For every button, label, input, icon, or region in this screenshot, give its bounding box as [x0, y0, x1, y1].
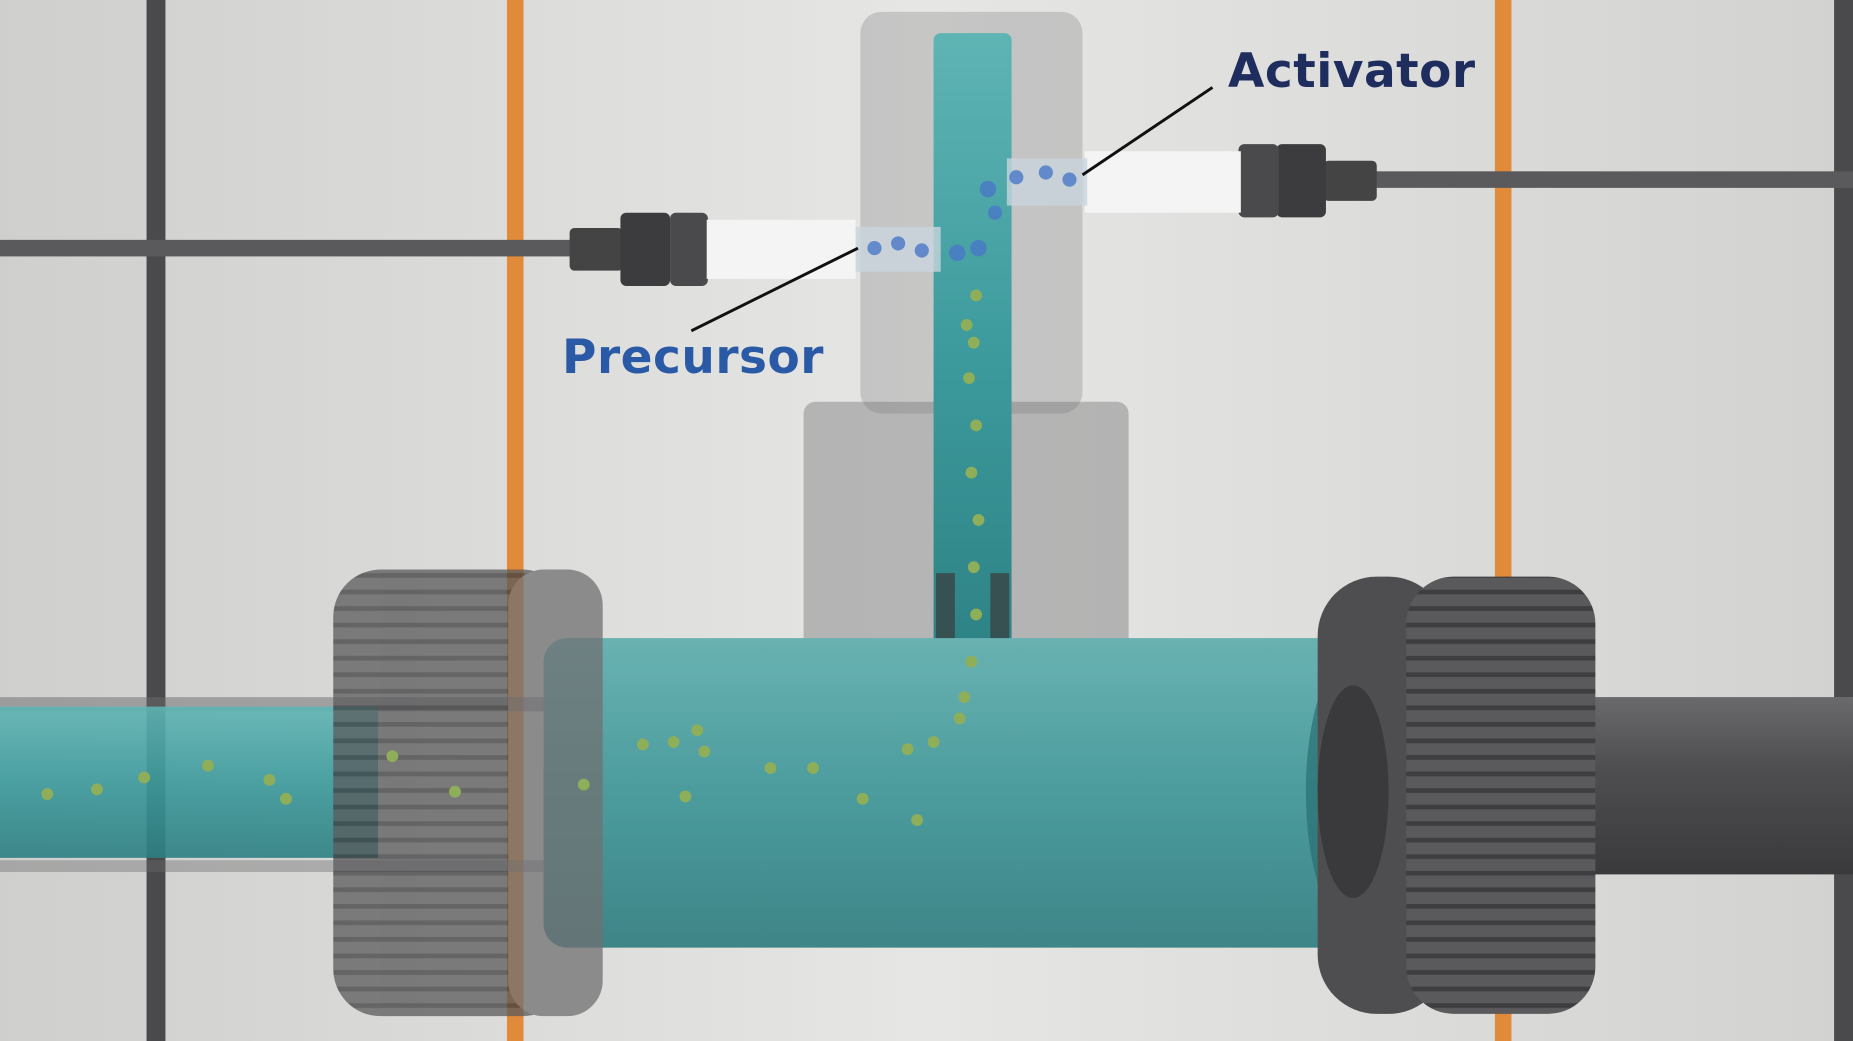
reagent-droplets [867, 165, 1077, 262]
activator-feed-line [1006, 144, 1853, 218]
activator-label: Activator [1228, 44, 1476, 99]
activator-leader-line [1081, 86, 1214, 177]
mixing-channel [933, 33, 1012, 689]
precursor-label: Precursor [562, 330, 824, 385]
right-union-nut [1317, 576, 1596, 1014]
outlet-pipe [1571, 697, 1853, 875]
particles [41, 289, 985, 826]
left-union-nut [333, 569, 603, 1017]
precursor-leader-line [690, 246, 859, 333]
inlet-pipe [0, 706, 379, 858]
reactor-body [543, 638, 1360, 948]
